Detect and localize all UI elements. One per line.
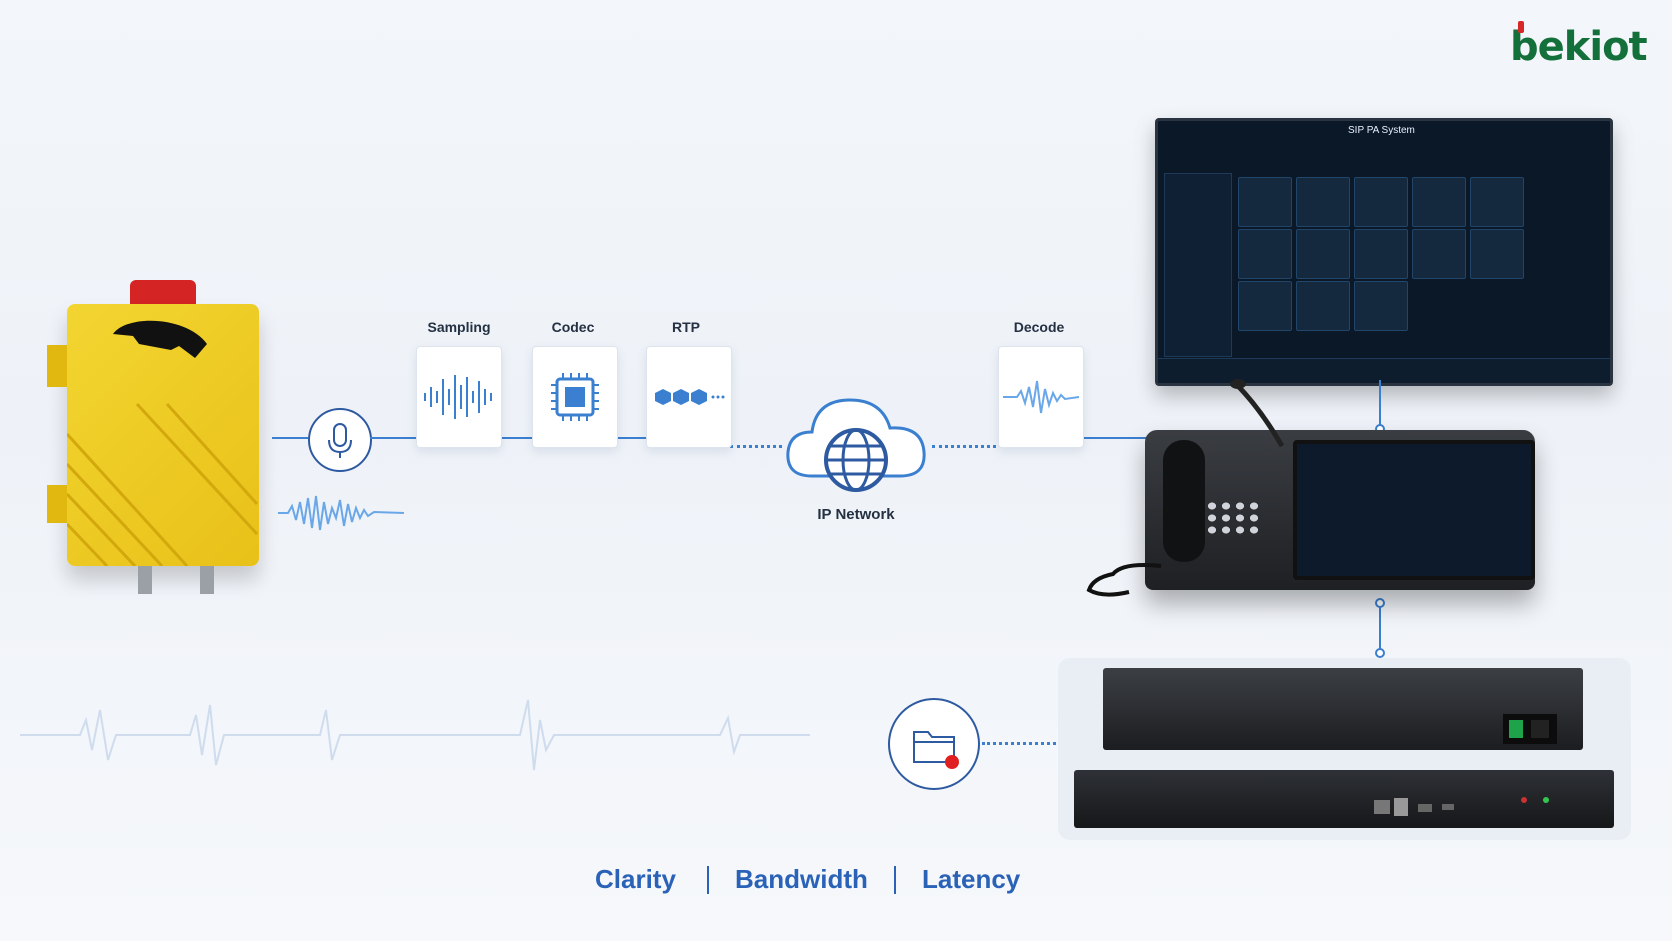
connector-node [1375,598,1385,608]
footer-separator [894,866,896,894]
dispatch-monitor: SIP PA System [1155,118,1613,386]
stage-label-sampling: Sampling [427,319,491,335]
connector-monitor-console [1379,380,1381,430]
connector-node [1375,648,1385,658]
dotted-rtp-network [730,445,782,448]
stage-label-rtp: RTP [672,319,700,335]
rack-server-front [1103,668,1583,750]
audio-waveform [278,495,404,531]
phone-icon [113,320,207,358]
microphone-node [308,408,372,472]
monitor-tile [1470,177,1524,227]
monitor-tile [1354,229,1408,279]
monitor-tile [1296,281,1350,331]
server-ports [1374,797,1549,816]
connector-codec-rtp [616,437,646,439]
callbox-hinges [47,345,67,523]
monitor-tile [1238,177,1292,227]
console-keypad [1205,500,1261,536]
packets-icon [655,389,725,405]
decode-wave-icon [1003,380,1080,414]
footer-separator [707,866,709,894]
monitor-tile [1238,229,1292,279]
dotted-folder-server [982,742,1056,745]
callbox-glands [138,566,214,594]
dotted-network-decode [932,445,996,448]
microphone-icon [328,423,352,458]
decode-card [998,346,1084,448]
connector-mic-sampling [370,437,416,439]
monitor-tile [1296,229,1350,279]
logo-accent [1518,21,1524,33]
monitor-tile [1354,281,1408,331]
console-handset [1163,440,1205,562]
beacon-light [130,280,196,306]
brand-logo: bekiot [1510,21,1648,70]
emergency-call-box [65,304,259,568]
footer-bandwidth: Bandwidth [735,864,868,894]
background-waveform [20,699,810,771]
sampling-wave-icon [424,375,492,419]
server-power-module [1503,714,1557,744]
network-label: IP Network [817,506,895,523]
logo-text: bekiot [1510,24,1648,70]
monitor-tile [1412,229,1466,279]
connector-box-mic [272,437,308,439]
monitor-tile [1238,281,1292,331]
rack-server-rear [1074,770,1614,828]
monitor-sidebar [1164,173,1232,357]
chip-icon [551,373,599,421]
globe-icon [824,428,888,492]
monitor-tile [1412,177,1466,227]
monitor-tile [1354,177,1408,227]
handset-cord [1086,563,1162,597]
footer-latency: Latency [922,864,1021,894]
connector-decode-console [1082,437,1152,439]
connector-sampling-codec [502,437,532,439]
footer-clarity: Clarity [595,864,676,894]
console-touchscreen [1293,440,1535,580]
monitor-title: SIP PA System [1348,125,1415,136]
monitor-toolbar [1158,358,1610,383]
sampling-card [416,346,502,448]
recording-node [888,698,980,790]
folder-record-icon [913,731,959,769]
rtp-card [646,346,732,448]
gooseneck-mic [1230,379,1285,448]
monitor-tile [1470,229,1524,279]
stage-label-codec: Codec [551,319,595,335]
monitor-tile [1296,177,1350,227]
stage-label-decode: Decode [1013,319,1065,335]
connector-console-server [1379,602,1381,654]
cloud-network [786,398,926,492]
callbox-graphic [65,320,259,568]
codec-card [532,346,618,448]
